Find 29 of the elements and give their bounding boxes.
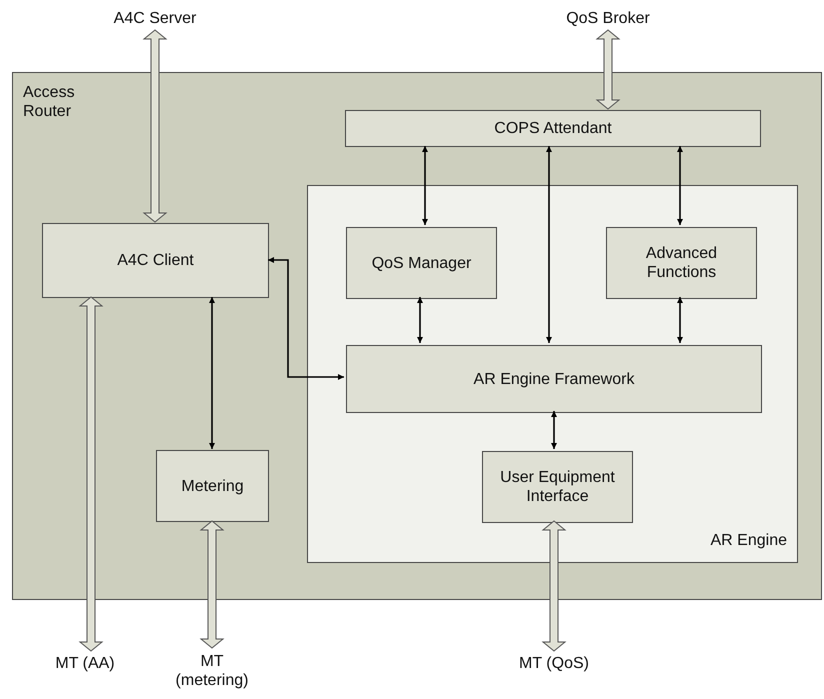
endpoint-label: A4C Server [95, 6, 215, 30]
process-box: AR Engine Framework [346, 345, 762, 413]
process-box: User Equipment Interface [482, 451, 633, 523]
endpoint-label: MT (QoS) [504, 651, 604, 675]
process-box: COPS Attendant [345, 110, 761, 147]
arrow [546, 146, 552, 343]
arrow [268, 257, 344, 380]
arrow [209, 297, 215, 449]
double-arrow [200, 520, 224, 649]
arrow [551, 411, 557, 449]
process-box: A4C Client [42, 223, 269, 298]
panel-label: AR Engine [710, 531, 787, 550]
panel-label: Access Router [23, 83, 76, 121]
double-arrow [142, 29, 168, 223]
double-arrow [542, 520, 566, 652]
endpoint-label: QoS Broker [548, 6, 668, 30]
process-box: Metering [156, 450, 269, 522]
arrow [677, 297, 683, 343]
process-box: QoS Manager [346, 227, 497, 299]
arrow [417, 297, 423, 343]
process-box: Advanced Functions [606, 227, 757, 299]
router-panel [12, 72, 822, 600]
arrow [677, 146, 683, 225]
double-arrow [596, 29, 620, 110]
endpoint-label: MT (AA) [40, 651, 130, 675]
endpoint-label: MT (metering) [162, 648, 262, 694]
engine-panel [307, 185, 798, 563]
arrow [422, 146, 428, 225]
double-arrow [78, 296, 104, 652]
